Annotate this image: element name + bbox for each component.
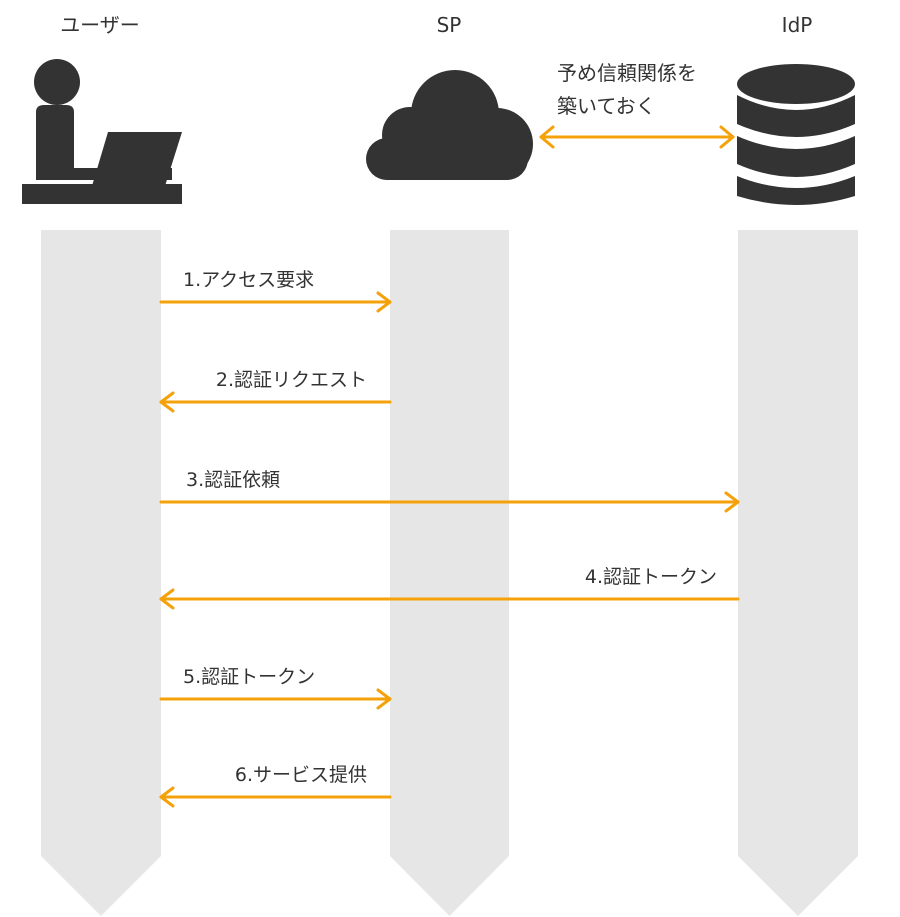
lifeline-user [41, 230, 161, 916]
message-label: 5.認証トークン [183, 666, 315, 688]
lifeline-sp [390, 230, 509, 916]
message-label: 6.サービス提供 [235, 764, 367, 786]
message-5: 5.認証トークン [159, 666, 392, 710]
cloud-icon [366, 70, 533, 180]
trust-arrow [539, 125, 735, 149]
message-arrowhead [724, 491, 740, 513]
lifeline-idp [738, 230, 858, 916]
message-label: 1.アクセス要求 [183, 269, 314, 291]
user-at-laptop-icon [22, 59, 182, 204]
message-label: 3.認証依頼 [186, 469, 280, 491]
message-label: 4.認証トークン [585, 566, 717, 588]
message-2: 2.認証リクエスト [159, 369, 392, 413]
message-arrowhead [376, 291, 392, 313]
trust-label-line1: 予め信頼関係を [557, 61, 697, 85]
message-3: 3.認証依頼 [159, 469, 740, 513]
actor-label-idp: IdP [782, 13, 813, 37]
messages-group: 1.アクセス要求 2.認証リクエスト 3.認証依頼 4.認証トークン 5.認証トークン 6… [159, 269, 740, 808]
database-icon [737, 64, 855, 205]
message-arrowhead [159, 391, 175, 413]
message-arrowhead [376, 688, 392, 710]
trust-label-line2: 築いておく [557, 94, 656, 118]
message-6: 6.サービス提供 [159, 764, 392, 808]
actor-label-sp: SP [437, 13, 462, 37]
message-arrowhead [159, 588, 175, 610]
message-label: 2.認証リクエスト [216, 369, 367, 391]
actor-label-user: ユーザー [60, 13, 140, 37]
message-arrowhead [159, 786, 175, 808]
message-1: 1.アクセス要求 [159, 269, 392, 313]
message-4: 4.認証トークン [159, 566, 740, 610]
